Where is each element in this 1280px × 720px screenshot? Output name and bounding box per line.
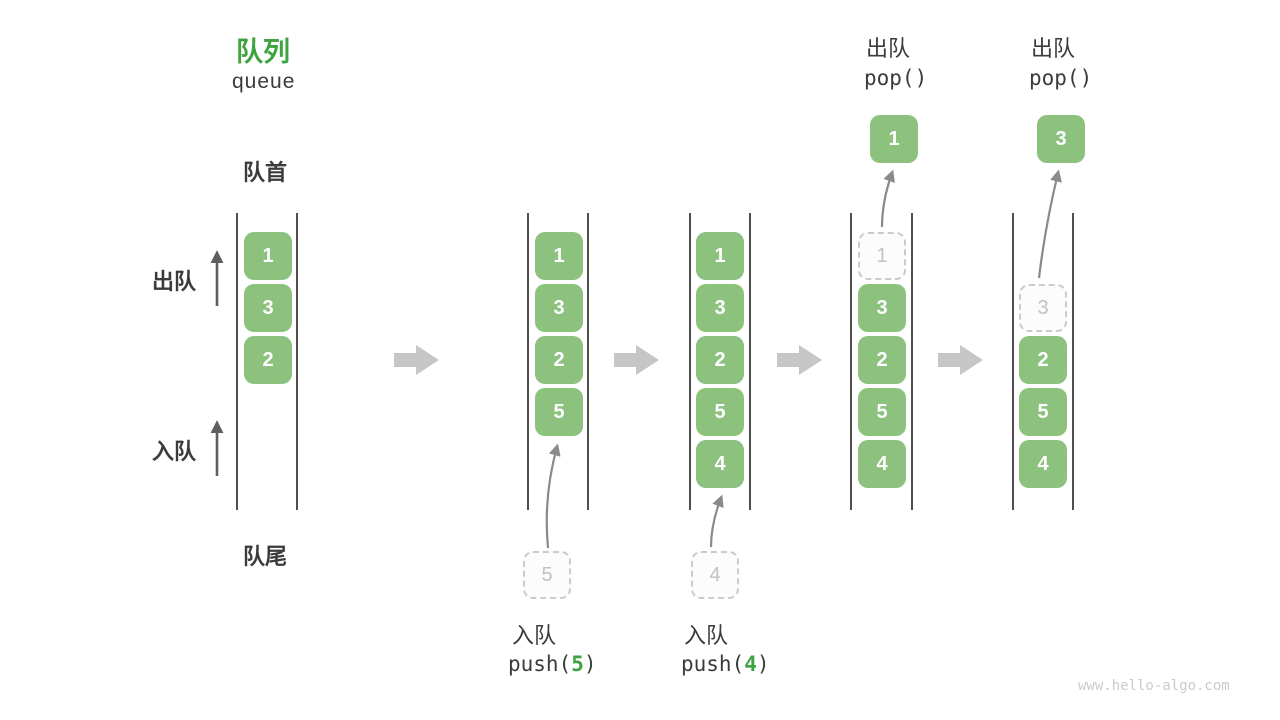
queue-wall: [296, 213, 298, 510]
queue-item: 4: [858, 440, 906, 488]
queue-item: 5: [535, 388, 583, 436]
dequeue-arrow-pop1: [880, 169, 895, 228]
queue-wall: [236, 213, 238, 510]
push5-code-close: ): [583, 652, 597, 676]
page-title: 队列: [236, 37, 290, 67]
dequeue-side-label: 出队: [152, 269, 197, 294]
queue-wall: [587, 213, 589, 510]
queue-item: 2: [535, 336, 583, 384]
push4-code-close: ): [756, 652, 770, 676]
incoming-item-ghost: 4: [691, 551, 739, 599]
queue-item: 3: [696, 284, 744, 332]
queue-wall: [749, 213, 751, 510]
queue-wall: [689, 213, 691, 510]
incoming-item-ghost: 5: [523, 551, 571, 599]
removed-item-ghost: 1: [858, 232, 906, 280]
queue-item: 4: [1019, 440, 1067, 488]
pop2-code: pop(): [1029, 66, 1093, 90]
queue-item: 2: [696, 336, 744, 384]
push4-code-arg: 4: [744, 652, 757, 676]
page-subtitle: queue: [232, 70, 296, 93]
state-transition-arrow: [394, 345, 439, 375]
enqueue-arrow-push5: [545, 443, 561, 549]
queue-item: 2: [1019, 336, 1067, 384]
queue-item: 3: [244, 284, 292, 332]
queue-item: 2: [858, 336, 906, 384]
push5-code: push(5): [508, 652, 597, 676]
queue-wall: [1012, 213, 1014, 510]
queue-item: 4: [696, 440, 744, 488]
pop2-label: 出队: [1031, 36, 1076, 61]
state-transition-arrow: [777, 345, 822, 375]
queue-item: 1: [696, 232, 744, 280]
state-transition-arrow: [614, 345, 659, 375]
queue-item: 1: [244, 232, 292, 280]
pop1-code: pop(): [864, 66, 928, 90]
queue-wall: [911, 213, 913, 510]
queue-item: 5: [696, 388, 744, 436]
enqueue-arrow-push4: [709, 494, 724, 548]
queue-item: 1: [535, 232, 583, 280]
queue-item: 3: [858, 284, 906, 332]
push4-code: push(4): [681, 652, 770, 676]
enqueue-side-label: 入队: [152, 439, 197, 464]
queue-wall: [527, 213, 529, 510]
watermark: www.hello-algo.com: [1078, 678, 1230, 694]
queue-wall: [850, 213, 852, 510]
popped-item: 1: [870, 115, 918, 163]
queue-item: 5: [858, 388, 906, 436]
popped-item: 3: [1037, 115, 1085, 163]
dequeue-arrow-pop3: [1037, 169, 1062, 279]
queue-item: 2: [244, 336, 292, 384]
push5-code-arg: 5: [571, 652, 584, 676]
push4-label: 入队: [684, 623, 729, 648]
queue-front-label: 队首: [243, 160, 288, 185]
queue-wall: [1072, 213, 1074, 510]
pop1-label: 出队: [866, 36, 911, 61]
push4-code-fn: push(: [681, 652, 745, 676]
push5-label: 入队: [512, 623, 557, 648]
queue-item: 3: [535, 284, 583, 332]
queue-rear-label: 队尾: [243, 544, 288, 569]
state-transition-arrow: [938, 345, 983, 375]
queue-item: 5: [1019, 388, 1067, 436]
push5-code-fn: push(: [508, 652, 572, 676]
removed-item-ghost: 3: [1019, 284, 1067, 332]
